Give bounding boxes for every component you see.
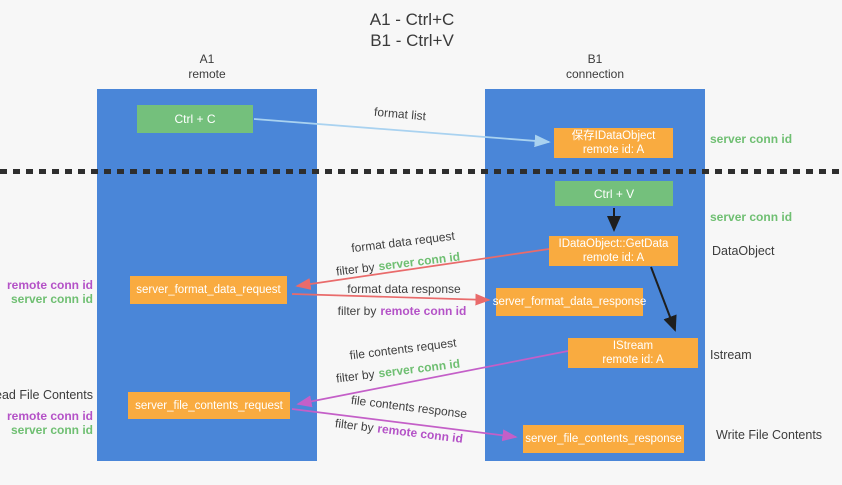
title-line-1: A1 - Ctrl+C [369, 10, 455, 29]
column-header-b1: B1 connection [566, 52, 624, 82]
right-label-server-conn-id-1: server conn id [710, 132, 793, 146]
node-istream: IStream remote id: A [568, 338, 698, 368]
remote-conn-id-text: remote conn id [380, 304, 467, 318]
left-label-server-conn-id-2: server conn id [10, 423, 93, 437]
node-server-file-contents-request: server_file_contents_request [128, 392, 290, 419]
node-server-file-contents-request-label: server_file_contents_request [135, 399, 283, 412]
left-label-read-file-contents: Read File Contents [0, 388, 93, 402]
right-label-istream: Istream [710, 348, 752, 362]
node-ctrl-c: Ctrl + C [137, 105, 253, 133]
column-a1-title: A1 [199, 52, 215, 66]
node-save-dataobject: 保存IDataObject remote id: A [554, 128, 673, 158]
right-label-write-file-contents: Write File Contents [716, 428, 823, 442]
dashed-separator [0, 169, 842, 174]
column-b1-title: B1 [587, 52, 603, 66]
right-label-server-conn-id-2: server conn id [710, 210, 793, 224]
node-istream-line2: remote id: A [602, 354, 664, 366]
label-file-contents-response: file contents response [350, 392, 468, 422]
node-getdata-line2: remote id: A [582, 252, 645, 264]
node-server-format-data-request-label: server_format_data_request [136, 284, 281, 296]
label-format-data-response: format data response [347, 282, 461, 296]
column-b1-subtitle: connection [565, 67, 625, 81]
node-server-format-data-response-label: server_format_data_response [492, 296, 647, 308]
right-label-dataobject: DataObject [712, 244, 775, 258]
node-getdata: IDataObject::GetData remote id: A [549, 236, 678, 266]
server-conn-id-text: server conn id [377, 356, 461, 381]
title-line-2: B1 - Ctrl+V [370, 31, 454, 50]
node-save-dataobject-line1: 保存IDataObject [571, 130, 656, 142]
node-server-file-contents-response: server_file_contents_response [523, 425, 684, 453]
column-header-a1: A1 remote [188, 52, 225, 82]
node-istream-line1: IStream [612, 340, 654, 352]
left-label-server-conn-id-1: server conn id [10, 292, 93, 306]
label-format-list: format list [373, 104, 427, 124]
left-label-remote-conn-id-1: remote conn id [6, 278, 93, 292]
left-label-remote-conn-id-2: remote conn id [6, 409, 93, 423]
filter-by-text: filter by [335, 259, 376, 279]
node-ctrl-v: Ctrl + V [555, 181, 673, 206]
node-server-format-data-response: server_format_data_response [492, 288, 647, 316]
node-save-dataobject-line2: remote id: A [582, 144, 645, 156]
diagram-title: A1 - Ctrl+C B1 - Ctrl+V [370, 9, 455, 51]
node-getdata-line1: IDataObject::GetData [558, 238, 669, 250]
node-ctrl-v-label: Ctrl + V [593, 186, 635, 201]
node-server-format-data-request: server_format_data_request [130, 276, 287, 304]
filter-by-text: filter by [337, 304, 377, 318]
node-ctrl-c-label: Ctrl + C [174, 112, 216, 126]
filter-by-text: filter by [335, 366, 376, 386]
remote-conn-id-text: remote conn id [376, 421, 464, 446]
filter-by-text: filter by [334, 416, 375, 435]
node-server-file-contents-response-label: server_file_contents_response [525, 433, 682, 445]
server-conn-id-text: server conn id [377, 249, 461, 274]
column-a1-subtitle: remote [188, 67, 226, 81]
